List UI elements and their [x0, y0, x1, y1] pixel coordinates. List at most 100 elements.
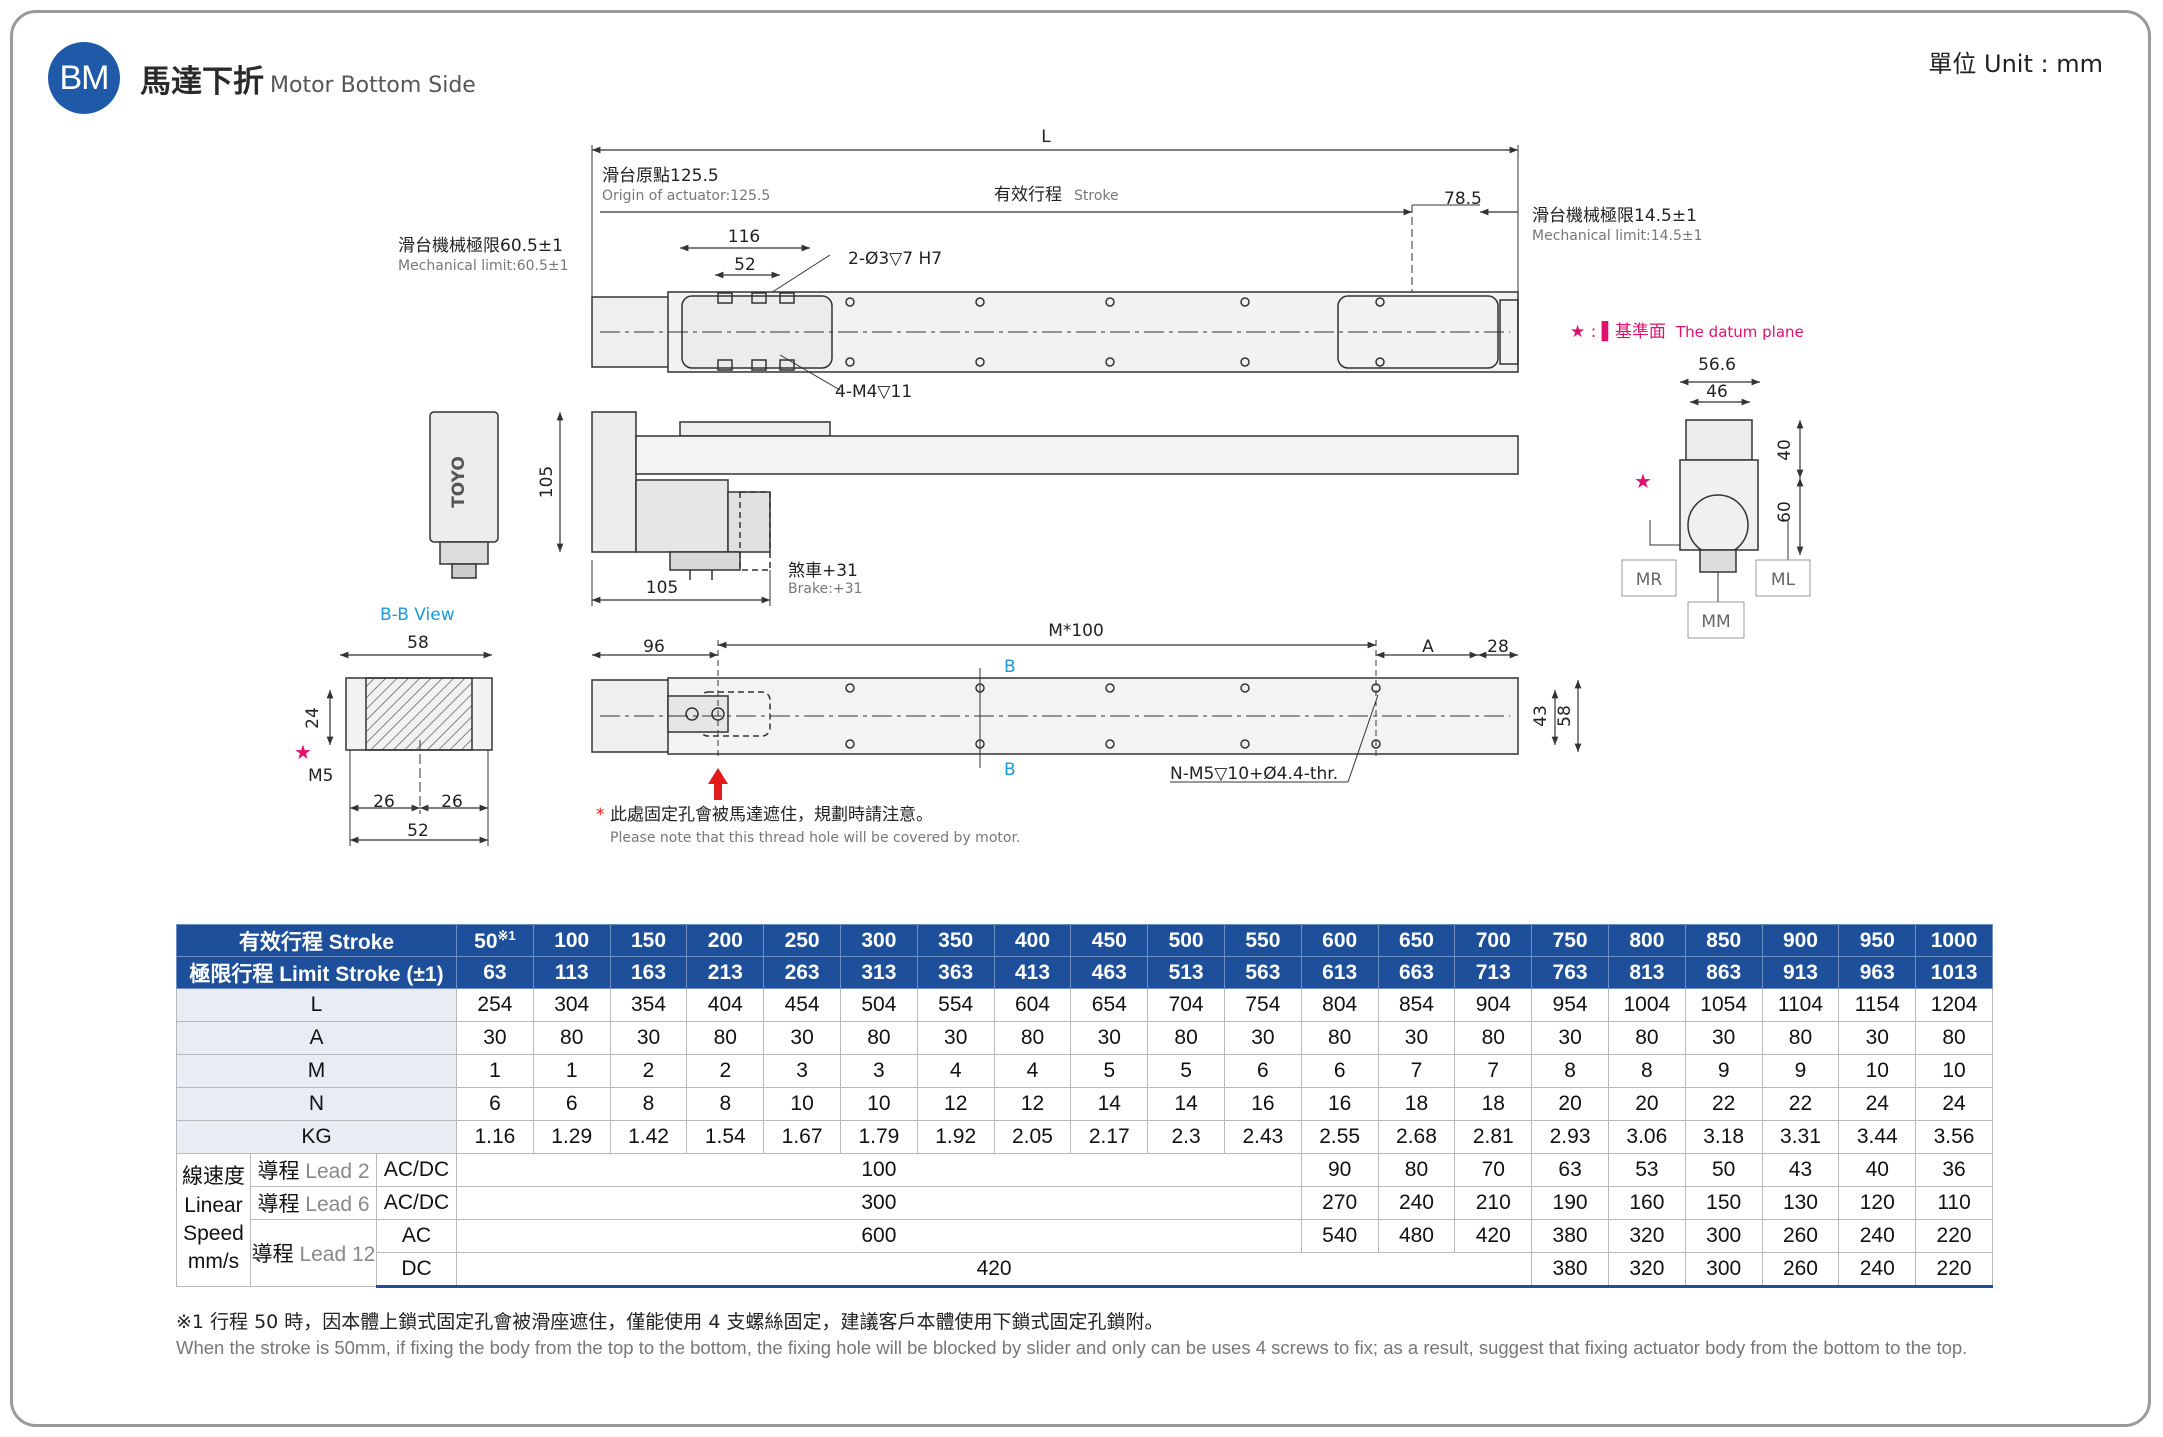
table-cell: 854: [1377, 988, 1456, 1022]
table-cell: 24: [1915, 1087, 1993, 1121]
table-cell: 260: [1761, 1252, 1840, 1288]
limit-cell: 663: [1377, 956, 1456, 989]
table-cell: 80: [1377, 1153, 1456, 1187]
limit-cell: 113: [532, 956, 611, 989]
table-cell: 8: [1531, 1054, 1609, 1088]
table-cell: 90: [1300, 1153, 1379, 1187]
table-cell: 504: [840, 988, 918, 1022]
table-cell: 320: [1607, 1219, 1686, 1253]
unit-label: 單位 Unit : mm: [1928, 50, 2103, 78]
table-cell: 3.56: [1915, 1120, 1993, 1154]
table-cell: 1.42: [609, 1120, 688, 1154]
table-cell: 1154: [1838, 988, 1917, 1022]
bb-section-view: [326, 651, 493, 846]
stroke-value: 100: [554, 928, 590, 952]
table-cell: 540: [1300, 1219, 1379, 1253]
dim-26b: 26: [441, 792, 463, 812]
mr-label: MR: [1636, 570, 1663, 590]
table-cell: 43: [1761, 1153, 1840, 1187]
table-cell: 30: [609, 1021, 688, 1055]
table-cell: 30: [1223, 1021, 1302, 1055]
table-cell: 130: [1761, 1186, 1840, 1220]
table-cell: 80: [1300, 1021, 1379, 1055]
speed-label-line: Linear: [184, 1193, 243, 1217]
m5-label: M5: [308, 766, 333, 786]
origin-zh: 滑台原點125.5: [602, 166, 719, 186]
table-cell: 420: [1454, 1219, 1533, 1253]
table-cell: 30: [456, 1021, 534, 1055]
table-cell: 554: [916, 988, 995, 1022]
table-cell: 1.16: [456, 1120, 534, 1154]
front-view: [556, 411, 1519, 606]
stroke-cell: 650: [1377, 924, 1456, 957]
warning-arrow-icon: [708, 768, 728, 800]
stroke-value: 400: [1014, 928, 1051, 952]
table-cell: 4: [916, 1054, 995, 1088]
table-cell: 10: [763, 1087, 841, 1121]
motor-direction-labels: MR ML MM: [1621, 559, 1811, 639]
lead-en: Lead 2: [305, 1160, 370, 1183]
stroke-cell: 850: [1684, 924, 1763, 957]
table-cell: 754: [1223, 988, 1302, 1022]
dim-60: 60: [1775, 501, 1795, 523]
table-cell: 1204: [1915, 988, 1993, 1022]
table-cell: 270: [1300, 1186, 1379, 1220]
footnote-en: When the stroke is 50mm, if fixing the b…: [176, 1337, 1968, 1358]
limit-cell: 713: [1454, 956, 1533, 989]
section-b-bottom: B: [1004, 760, 1016, 780]
limit-cell: 563: [1223, 956, 1302, 989]
table-cell: 80: [1454, 1021, 1533, 1055]
stroke-cell: 700: [1454, 924, 1533, 957]
table-cell: 150: [1684, 1186, 1763, 1220]
table-cell: 4: [993, 1054, 1072, 1088]
dim-43: 43: [1531, 705, 1551, 727]
limit-cell: 513: [1147, 956, 1225, 989]
table-cell: 320: [1607, 1252, 1686, 1288]
table-cell: 9: [1761, 1054, 1840, 1088]
table-cell: 18: [1377, 1087, 1456, 1121]
table-cell: 2.55: [1300, 1120, 1379, 1154]
stroke-value: 700: [1475, 928, 1511, 952]
table-cell: 804: [1300, 988, 1379, 1022]
mech-right-en: Mechanical limit:14.5±1: [1532, 228, 1703, 244]
dim-52-top: 52: [734, 255, 756, 275]
speed-span: 100: [456, 1153, 1302, 1187]
stroke-label: 有效行程 Stroke: [175, 924, 458, 957]
stroke-cell: 200: [686, 924, 765, 957]
table-cell: 30: [763, 1021, 841, 1055]
dim-58-bb: 58: [407, 633, 429, 653]
lead-zh: 導程: [257, 1193, 300, 1216]
table-cell: 16: [1223, 1087, 1302, 1121]
table-cell: 220: [1915, 1252, 1993, 1288]
stroke-cell: 800: [1607, 924, 1686, 957]
table-cell: 454: [763, 988, 841, 1022]
row-label: L: [175, 988, 458, 1022]
table-cell: 14: [1070, 1087, 1149, 1121]
table-cell: 24: [1838, 1087, 1917, 1121]
bb-view-label: B-B View: [380, 605, 455, 625]
stroke-value: 150: [630, 928, 667, 952]
row-label: N: [175, 1087, 458, 1121]
stroke-value: 200: [707, 928, 743, 952]
dim-26a: 26: [373, 792, 395, 812]
table-cell: 1: [456, 1054, 534, 1088]
stroke-value: 450: [1091, 928, 1127, 952]
brake-zh: 煞車+31: [788, 561, 858, 581]
footnote-zh: ※1 行程 50 時，因本體上鎖式固定孔會被滑座遮住，僅能使用 4 支螺絲固定，…: [176, 1311, 1164, 1333]
dim-105-v: 105: [537, 466, 557, 498]
limit-cell: 263: [763, 956, 841, 989]
limit-cell: 963: [1838, 956, 1917, 989]
section-b-top: B: [1004, 657, 1016, 677]
stroke-value: 250: [784, 928, 820, 952]
table-cell: 160: [1607, 1186, 1686, 1220]
technical-drawing: L 滑台原點125.5 Origin of actuator:125.5 有效行…: [294, 127, 1811, 846]
lead-label: 導程 Lead 12: [250, 1219, 377, 1287]
stroke-cell: 900: [1761, 924, 1840, 957]
top-view: [591, 145, 1519, 391]
table-cell: 380: [1531, 1219, 1609, 1253]
hole-m4: 4-M4▽11: [835, 382, 912, 402]
